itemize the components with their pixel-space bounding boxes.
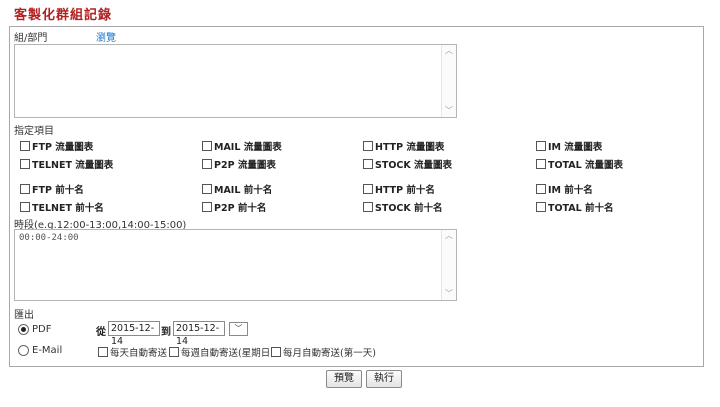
report-form-panel: 組/部門 瀏覽 ︿ ﹀ 指定項目 FTP 流量圖表 MAIL 流量圖表 HTTP… [9,26,704,367]
preview-button[interactable]: 預覽 [326,370,362,388]
radio-dot[interactable] [18,345,29,356]
checkbox-box[interactable] [20,141,30,151]
from-label: 從 [96,327,106,338]
scroll-down-icon[interactable]: ﹀ [445,289,453,298]
checkbox-ftp-chart[interactable]: FTP 流量圖表 [20,139,93,153]
from-date-input[interactable]: 2015-12-14 [108,321,160,347]
items-label: 指定項目 [14,126,54,137]
time-label: 時段(e.g.12:00-13:00,14:00-15:00) [14,220,187,231]
checkbox-box[interactable] [202,141,212,151]
checkbox-box[interactable] [20,184,30,194]
checkbox-box[interactable] [20,159,30,169]
checkbox-box[interactable] [536,202,546,212]
date-range-select[interactable]: ﹀ [229,322,248,336]
checkbox-mail-topten[interactable]: MAIL 前十名 [202,182,272,196]
checkbox-box[interactable] [98,347,108,357]
checkbox-box[interactable] [363,202,373,212]
chevron-down-icon: ﹀ [234,324,243,333]
time-textarea[interactable]: 00:00-24:00 ︿ ﹀ [14,229,457,301]
checkbox-box[interactable] [20,202,30,212]
checkbox-stock-topten[interactable]: STOCK 前十名 [363,200,443,214]
checkbox-box[interactable] [536,184,546,194]
to-label: 到 [161,327,171,338]
checkbox-http-topten[interactable]: HTTP 前十名 [363,182,435,196]
checkbox-box[interactable] [271,347,281,357]
scroll-up-icon[interactable]: ︿ [445,46,453,55]
checkbox-telnet-chart[interactable]: TELNET 流量圖表 [20,157,113,171]
to-date-input[interactable]: 2015-12-14 [173,321,225,347]
browse-link[interactable]: 瀏覽 [96,33,116,44]
checkbox-monthly-send[interactable]: 每月自動寄送(第一天) [271,345,376,359]
page-title: 客製化群組記錄 [14,8,113,23]
checkbox-mail-chart[interactable]: MAIL 流量圖表 [202,139,282,153]
checkbox-box[interactable] [202,202,212,212]
checkbox-p2p-topten[interactable]: P2P 前十名 [202,200,266,214]
group-textarea-scrollbar[interactable]: ︿ ﹀ [441,45,456,117]
checkbox-weekly-send[interactable]: 每週自動寄送(星期日) [169,345,274,359]
checkbox-box[interactable] [363,159,373,169]
checkbox-daily-send[interactable]: 每天自動寄送 [98,345,167,359]
radio-pdf[interactable]: PDF [18,324,51,335]
checkbox-im-topten[interactable]: IM 前十名 [536,182,593,196]
checkbox-telnet-topten[interactable]: TELNET 前十名 [20,200,104,214]
scroll-down-icon[interactable]: ﹀ [445,106,453,115]
radio-email[interactable]: E-Mail [18,345,62,356]
group-textarea[interactable]: ︿ ﹀ [14,44,457,118]
scroll-up-icon[interactable]: ︿ [445,231,453,240]
export-label: 匯出 [14,310,34,321]
checkbox-box[interactable] [202,184,212,194]
checkbox-p2p-chart[interactable]: P2P 流量圖表 [202,157,276,171]
checkbox-box[interactable] [169,347,179,357]
checkbox-box[interactable] [202,159,212,169]
checkbox-ftp-topten[interactable]: FTP 前十名 [20,182,84,196]
checkbox-total-chart[interactable]: TOTAL 流量圖表 [536,157,623,171]
checkbox-box[interactable] [363,141,373,151]
checkbox-total-topten[interactable]: TOTAL 前十名 [536,200,614,214]
group-label: 組/部門 [14,33,48,44]
checkbox-box[interactable] [536,141,546,151]
checkbox-box[interactable] [536,159,546,169]
radio-dot[interactable] [18,324,29,335]
checkbox-stock-chart[interactable]: STOCK 流量圖表 [363,157,452,171]
checkbox-im-chart[interactable]: IM 流量圖表 [536,139,602,153]
checkbox-http-chart[interactable]: HTTP 流量圖表 [363,139,444,153]
execute-button[interactable]: 執行 [366,370,402,388]
checkbox-box[interactable] [363,184,373,194]
time-textarea-value: 00:00-24:00 [19,233,79,243]
time-textarea-scrollbar[interactable]: ︿ ﹀ [441,230,456,300]
